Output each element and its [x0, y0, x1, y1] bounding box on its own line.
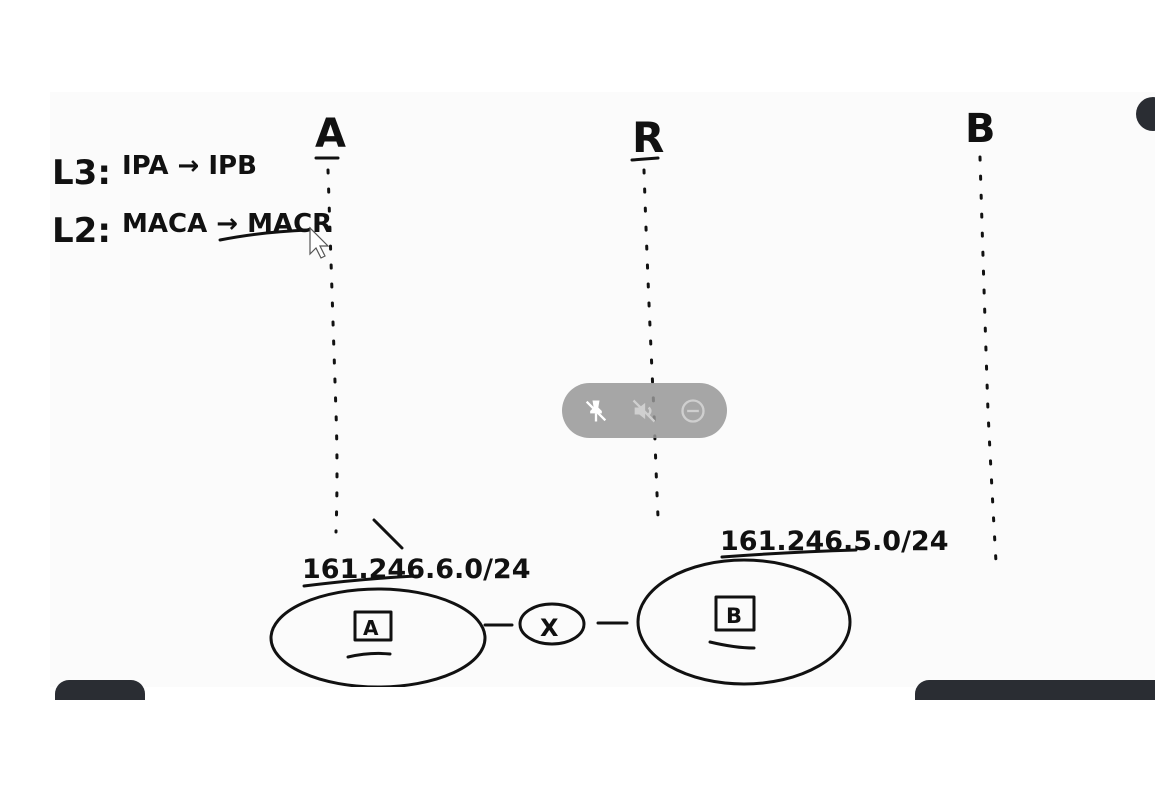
diagram-drawing: A R B L3: IPA → IPB L2: MACA → MACR 161.… — [52, 106, 998, 687]
column-label-a: A — [315, 111, 346, 157]
host-b-base — [708, 640, 756, 650]
cursor-icon — [309, 226, 330, 259]
mute-button[interactable] — [628, 395, 660, 427]
floating-toolbar — [562, 383, 727, 438]
router-symbol: X — [540, 614, 559, 642]
host-a-box — [353, 610, 393, 642]
network-a-address: 161.246.6.0/24 — [302, 554, 531, 585]
network-b-ellipse — [636, 558, 852, 686]
network-a-underline — [302, 574, 420, 588]
host-b-box — [714, 595, 756, 632]
layer3-value: IPA → IPB — [122, 151, 257, 181]
column-b-dotted-line — [978, 155, 998, 564]
minus-circle-icon — [681, 398, 705, 423]
column-label-b: B — [965, 106, 996, 152]
layer2-label: L2: — [52, 211, 111, 251]
network-a-ellipse — [269, 587, 487, 687]
pin-off-icon — [585, 400, 607, 421]
mute-icon — [633, 399, 656, 422]
network-b-address: 161.246.5.0/24 — [720, 526, 949, 557]
host-a-label: A — [363, 616, 379, 640]
network-b-underline — [720, 548, 858, 559]
host-a-base — [346, 651, 392, 659]
column-label-r: R — [632, 113, 664, 162]
host-b-label: B — [726, 604, 742, 628]
router-ellipse — [518, 602, 586, 646]
side-edge-tab[interactable] — [1136, 97, 1155, 131]
layer2-value: MACA → MACR — [122, 209, 332, 239]
network-a-pointer — [372, 518, 404, 550]
bottom-left-panel — [55, 680, 145, 700]
macr-underline — [218, 228, 310, 242]
bottom-right-panel — [915, 680, 1155, 700]
remove-button[interactable] — [677, 395, 709, 427]
column-r-underline — [630, 156, 660, 162]
column-r-dotted-line — [642, 168, 660, 519]
unpin-button[interactable] — [580, 395, 612, 427]
layer3-label: L3: — [52, 153, 111, 193]
